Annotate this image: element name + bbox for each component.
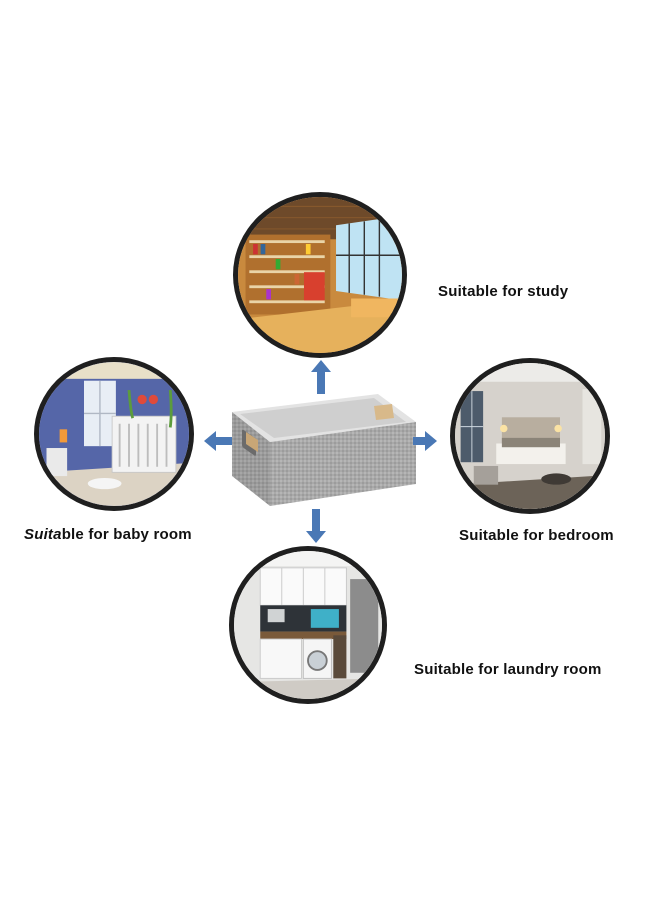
bedroom-photo bbox=[450, 358, 610, 514]
arrow-right-icon bbox=[413, 431, 437, 451]
arrow-left-icon bbox=[204, 431, 232, 451]
laundry-caption: Suitable for laundry room bbox=[414, 661, 602, 678]
arrow-down-icon bbox=[306, 509, 326, 543]
arrow-up-icon bbox=[311, 360, 331, 394]
laundry-room-photo bbox=[229, 546, 387, 704]
storage-box-image bbox=[232, 394, 416, 506]
baby-room-photo bbox=[34, 357, 194, 511]
study-room-photo bbox=[233, 192, 407, 358]
study-caption: Suitable for study bbox=[438, 283, 569, 300]
bedroom-caption: Suitable for bedroom bbox=[459, 527, 614, 544]
baby-room-caption: Suitable for baby room bbox=[24, 526, 192, 543]
